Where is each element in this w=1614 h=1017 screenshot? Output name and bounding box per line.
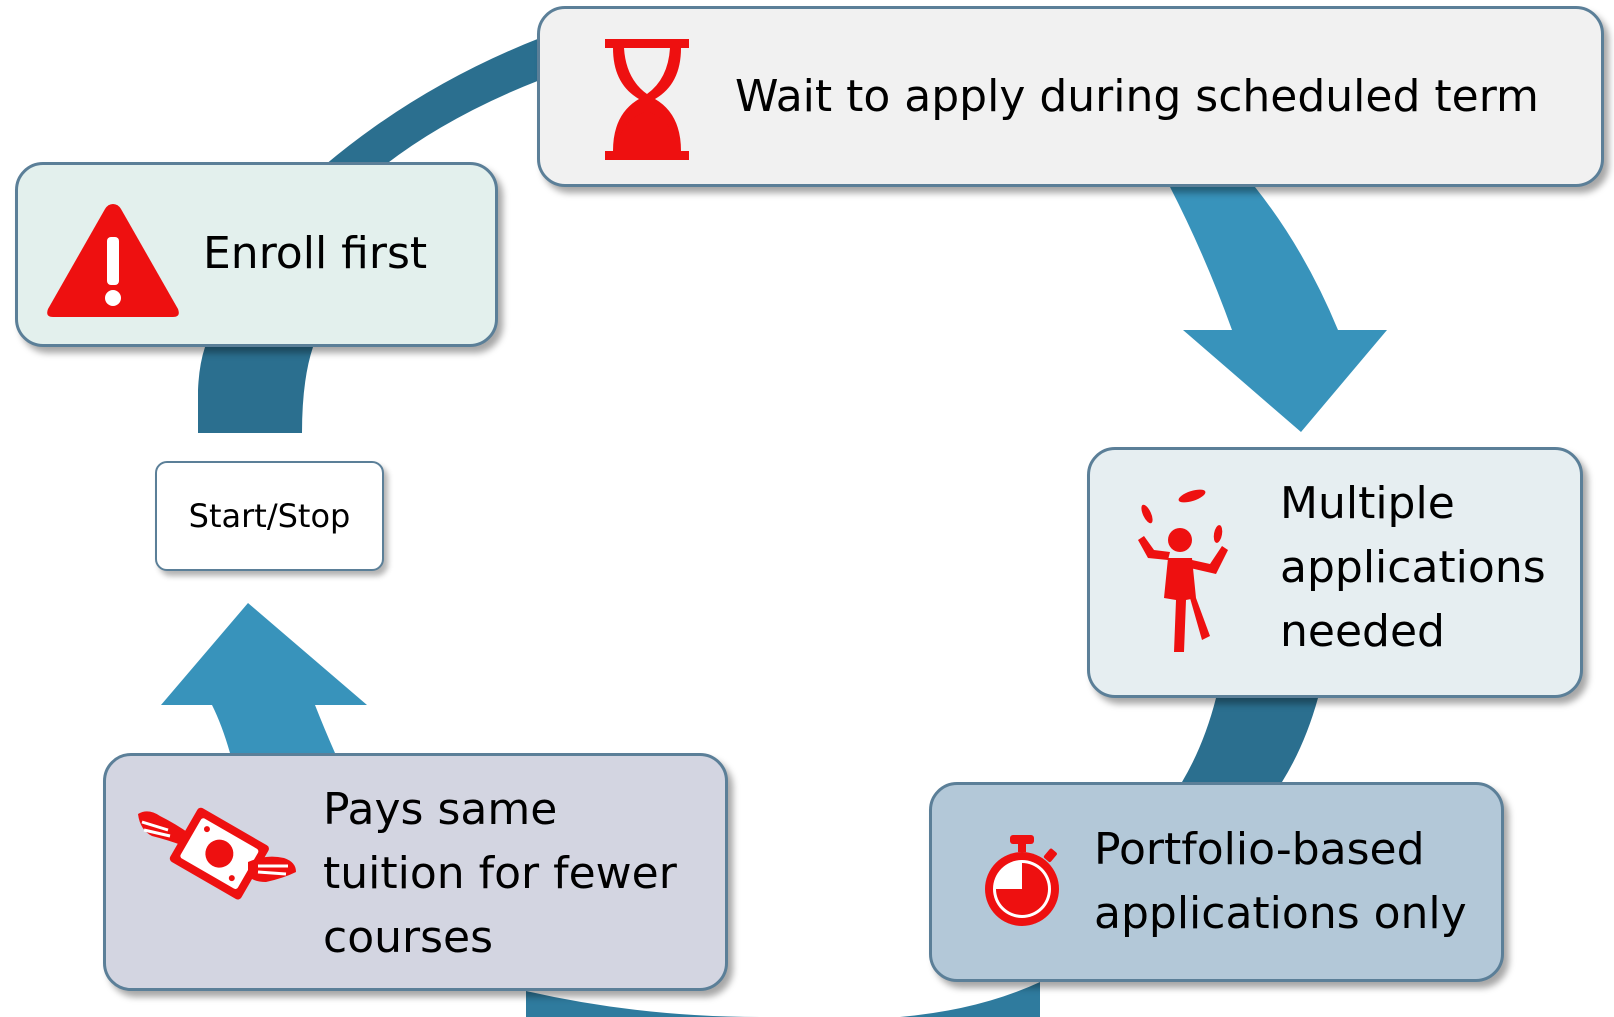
- juggler-icon: [1138, 489, 1228, 652]
- hourglass-icon: [605, 39, 689, 160]
- stopwatch-icon: [985, 835, 1059, 926]
- step-label-portfolio-line1: Portfolio-based: [1094, 824, 1425, 875]
- arrow-wait-to-multiple: [1170, 187, 1387, 432]
- arc-portfolio-to-pays: [526, 982, 1040, 1017]
- step-label-pays-line2: tuition for fewer: [323, 848, 677, 899]
- start-stop-label: Start/Stop: [188, 497, 351, 535]
- arc-multiple-to-portfolio: [1182, 698, 1318, 782]
- arc-enroll-to-wait: [325, 38, 540, 165]
- flying-money-icon: [138, 807, 296, 900]
- arrow-pays-to-start: [161, 603, 367, 753]
- step-label-multiple-line2: applications: [1280, 542, 1546, 593]
- start-stop-box: Start/Stop: [155, 461, 384, 571]
- step-label-multiple-line1: Multiple: [1280, 478, 1455, 529]
- step-label-enroll: Enroll first: [203, 228, 428, 279]
- step-label-portfolio-line2: applications only: [1094, 888, 1467, 939]
- step-box-pays: Pays same tuition for fewer courses: [103, 753, 728, 991]
- step-label-pays-line1: Pays same: [323, 784, 558, 835]
- step-label-wait: Wait to apply during scheduled term: [735, 71, 1539, 122]
- step-label-pays-line3: courses: [323, 912, 494, 963]
- arc-start-to-enroll: [198, 347, 313, 433]
- step-label-multiple-line3: needed: [1280, 606, 1445, 657]
- warning-icon: [47, 204, 179, 317]
- step-box-enroll: Enroll first: [15, 162, 498, 347]
- step-box-wait: Wait to apply during scheduled term: [537, 6, 1604, 187]
- step-box-multiple: Multiple applications needed: [1087, 447, 1583, 698]
- step-box-portfolio: Portfolio-based applications only: [929, 782, 1504, 982]
